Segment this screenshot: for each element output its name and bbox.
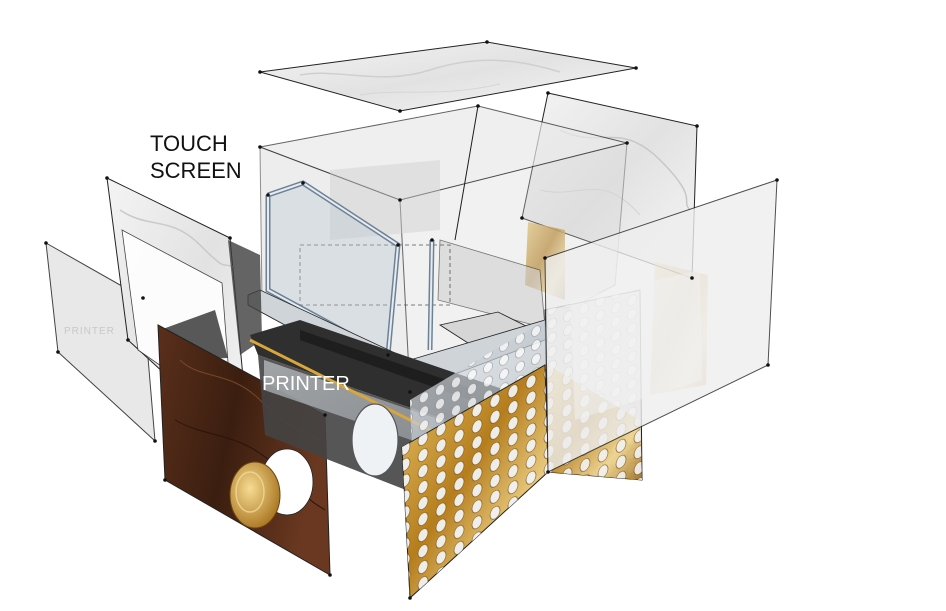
touch-screen-label-line2: SCREEN [150,158,242,183]
top-marble-plate [259,41,637,112]
touch-screen-label-line1: TOUCH [150,131,228,156]
dark-side-panel [228,240,262,355]
vertex-points [44,40,779,600]
ghost-printer-label: PRINTER [64,326,115,337]
touch-screen-frame [265,180,435,360]
printer-label: PRINTER [262,373,350,395]
gold-knob [229,461,281,529]
touch-screen-label: TOUCH SCREEN [150,130,242,184]
